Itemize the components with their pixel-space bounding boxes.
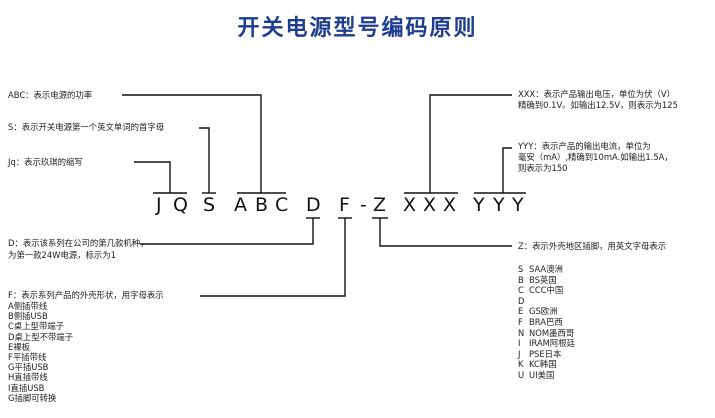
region-code: I	[518, 338, 521, 349]
region-name: NOM墨西哥	[529, 327, 575, 338]
region-name: BRA巴西	[529, 316, 563, 327]
code-char-y2: Y	[493, 194, 505, 216]
abc-connector	[122, 94, 262, 193]
d-connector	[140, 218, 314, 245]
code-char-z: Z	[373, 194, 387, 216]
shape-option: C桌上型带端子	[8, 321, 65, 332]
region-option: B BS英国	[518, 275, 575, 286]
z-connector	[379, 218, 512, 247]
region-option: S SAA澳洲	[518, 264, 575, 275]
code-char-q: Q	[173, 194, 188, 216]
region-code: F	[518, 316, 523, 327]
shape-option-list: A侧插带线 B侧插USB C桌上型带端子 D桌上型不带端子 E裸板 F平插带线 …	[8, 301, 73, 403]
jq-note: Jq：表示玖琪的缩写	[8, 157, 83, 167]
shape-option: G平插USB	[8, 362, 49, 373]
region-code: K	[518, 359, 524, 370]
region-option: N NOM墨西哥	[518, 328, 575, 339]
s-note: S：表示开关电源第一个英文单词的首字母	[8, 122, 165, 132]
d-note-line1: D：表示该系列在公司的第几款机种，	[8, 238, 149, 248]
region-code: B	[518, 274, 524, 285]
region-option: I IRAM阿根廷	[518, 338, 575, 349]
region-option: K KC韩国	[518, 359, 575, 370]
yyy-note-line3: 则表示为150	[518, 163, 568, 173]
code-char-y1: Y	[473, 194, 485, 216]
shape-option: B侧插USB	[8, 311, 48, 322]
region-code: S	[518, 264, 524, 274]
shape-option: A侧插带线	[8, 301, 48, 311]
region-option: D	[518, 296, 575, 307]
region-code: N	[518, 327, 525, 338]
code-char-f: F	[339, 194, 350, 216]
region-code: E	[518, 306, 524, 317]
code-char-b: B	[255, 194, 269, 216]
shape-option: G插脚可转换	[8, 392, 57, 403]
xxx-note-line1: XXX：表示产品输出电压，单位为伏（V）	[518, 89, 675, 99]
region-name: SAA澳洲	[529, 264, 563, 274]
region-option-list: S SAA澳洲 B BS英国 C CCC中国 D E GS欧洲 F BRA巴西 N NOM墨…	[518, 264, 575, 381]
s-connector	[199, 127, 210, 193]
region-code: J	[518, 348, 521, 359]
region-code: C	[518, 285, 524, 296]
region-code: D	[518, 295, 525, 306]
abc-note: ABC：表示电源的功率	[8, 90, 93, 100]
shape-option: F平插带线	[8, 352, 47, 363]
code-char-j: J	[156, 194, 162, 216]
code-char-a: A	[234, 194, 247, 216]
region-name: KC韩国	[529, 359, 557, 370]
region-option: F BRA巴西	[518, 317, 575, 328]
code-char-d: D	[306, 194, 321, 216]
shape-option: H直插带线	[8, 372, 48, 383]
region-code: U	[518, 369, 525, 380]
yyy-note-line1: YYY：表示产品的输出电流，单位为	[518, 141, 651, 151]
diagram-title: 开关电源型号编码原则	[237, 16, 478, 41]
region-name: BS英国	[529, 274, 557, 285]
code-char-c: C	[275, 194, 289, 216]
region-name: GS欧洲	[529, 306, 558, 317]
region-option: J PSE日本	[518, 349, 575, 360]
d-note-line2: 为第一款24W电源，标示为1	[8, 250, 117, 260]
region-name: CCC中国	[529, 285, 564, 296]
f-connector	[200, 218, 346, 297]
jq-connector	[134, 161, 171, 193]
region-name: UI美国	[529, 369, 555, 380]
z-note-line1: Z：表示外壳地区插脚，用英文字母表示	[518, 241, 667, 251]
region-option: U UI美国	[518, 370, 575, 381]
code-char-s: S	[203, 194, 216, 216]
f-note-line1: F：表示系列产品的外壳形状，用字母表示	[8, 290, 164, 300]
shape-option: I直插USB	[8, 382, 45, 393]
shape-option: D桌上型不带端子	[8, 331, 74, 342]
region-name: IRAM阿根廷	[529, 338, 576, 349]
code-char-dash: -	[360, 194, 367, 216]
shape-option: E裸板	[8, 341, 31, 352]
region-option: E GS欧洲	[518, 306, 575, 317]
code-char-x2: X	[423, 194, 437, 216]
xxx-note-line2: 精确到0.1V。如输出12.5V，则表示为125	[518, 100, 678, 110]
yyy-connector	[502, 147, 512, 193]
xxx-connector	[429, 94, 512, 193]
region-name: PSE日本	[529, 348, 562, 359]
code-char-x1: X	[403, 194, 417, 216]
code-char-y3: Y	[512, 194, 524, 216]
region-option: C CCC中国	[518, 285, 575, 296]
code-char-x3: X	[443, 194, 457, 216]
yyy-note-line2: 毫安（mA）,精确到10mA.如输出1.5A，	[518, 152, 673, 162]
